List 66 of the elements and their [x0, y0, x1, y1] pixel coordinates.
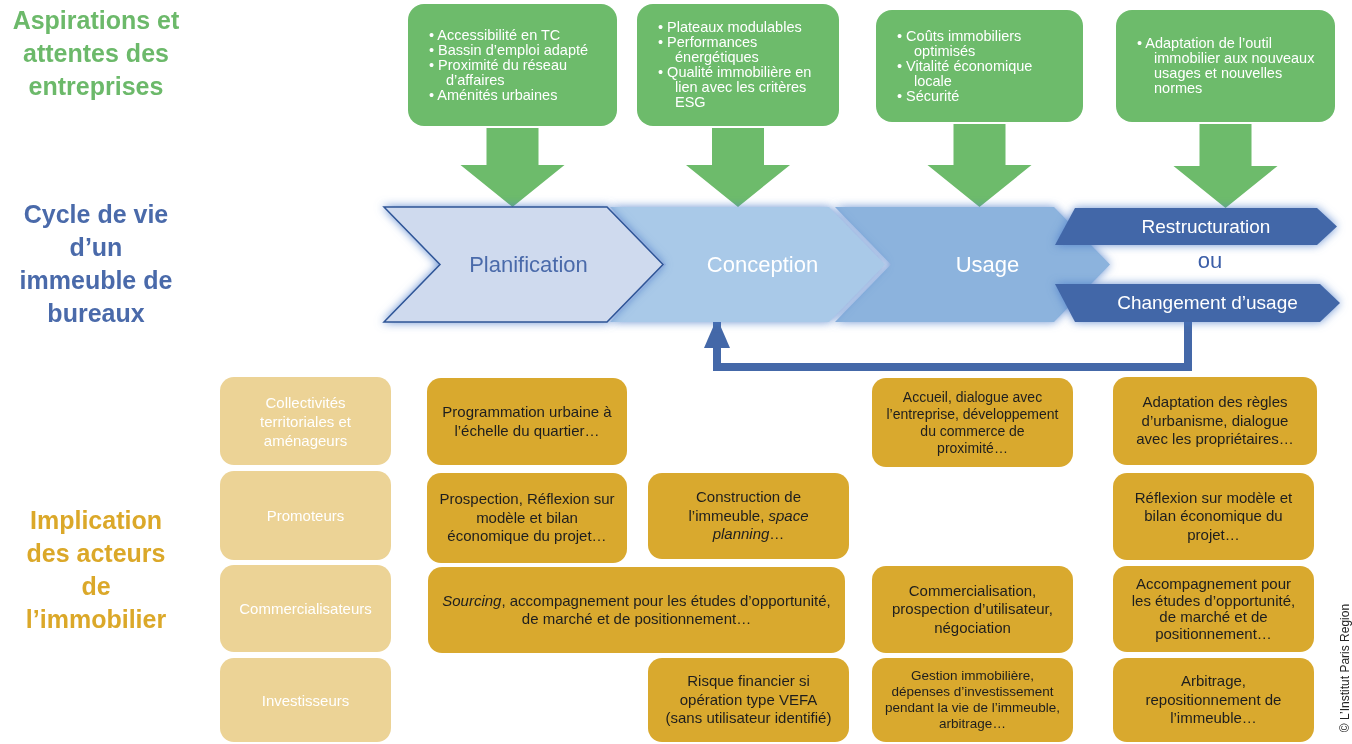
actor-category-label: Promoteurs [266, 506, 345, 525]
section-heading: Aspirations et attentes des entreprises [11, 5, 181, 102]
role-box [1113, 473, 1314, 560]
actor-category-box [220, 658, 391, 742]
role-description: Sourcing, accompagnement pour les études d’opportunité, de marché et de positionnement… [441, 591, 832, 629]
role-description: Programmation urbaine à l’échelle du quartier… [441, 403, 613, 440]
bullet-text: • Performances énergétiques [657, 35, 760, 65]
bullet-text: • Vitalité économique locale [896, 58, 1034, 89]
bullet-text: • Bassin d’emploi adapté [428, 42, 590, 58]
copyright-note: © L’Institut Paris Region [1337, 602, 1352, 735]
role-description: Arbitrage, repositionnement de l’immeuble… [1144, 672, 1283, 728]
block-arrow [460, 128, 565, 207]
role-description: Adaptation des règles d’urbanisme, dialogue avec les propriétaires… [1135, 393, 1295, 449]
actor-category-label: Investisseurs [261, 690, 350, 710]
bullet-text: • Aménités urbaines [428, 87, 559, 103]
role-box [872, 378, 1073, 467]
requirement-box [637, 4, 839, 126]
role-box [1113, 566, 1314, 652]
requirement-box [1116, 10, 1335, 122]
bullet-text: • Qualité immobilière en lien avec les critères ESG [657, 65, 813, 110]
block-arrow [927, 124, 1032, 207]
bullet-text: • Adaptation de l’outil immobilier aux nouveaux usages et nouvelles normes [1136, 36, 1316, 96]
section-heading: Implication des acteurs de l’immobilier [24, 505, 168, 635]
role-box [1113, 658, 1314, 742]
role-box [1113, 377, 1317, 465]
role-description: Gestion immobilière, dépenses d’investissement pendant la vie de l’immeuble, arbitrage… [884, 668, 1061, 732]
role-box [428, 567, 845, 653]
role-box [872, 566, 1073, 653]
stage-band [1055, 284, 1340, 322]
role-box [427, 473, 627, 563]
bullet-text: • Coûts immobiliers optimisés [896, 28, 1023, 59]
role-description: Construction de l’immeuble, space planning… [687, 488, 810, 544]
stage-label: Restructuration [1140, 215, 1271, 238]
requirement-box [408, 4, 617, 126]
bullet-text: • Proximité du réseau d’affaires [428, 57, 568, 88]
role-description: Prospection, Réflexion sur modèle et bilan économique du projet… [439, 490, 615, 546]
actor-category-box [220, 565, 391, 652]
role-box [872, 658, 1073, 742]
section-heading: Cycle de vie d’un immeuble de bureaux [18, 199, 174, 329]
actor-category-label: Collectivités territoriales et aménageurs [259, 392, 352, 450]
alternative-label: ou [1196, 248, 1224, 274]
block-arrow [686, 128, 790, 207]
stage-band [384, 207, 663, 322]
role-box [648, 473, 849, 559]
role-description: Accueil, dialogue avec l’entreprise, développement du commerce de proximité… [885, 388, 1060, 457]
role-box [427, 378, 627, 465]
stage-label: Usage [954, 251, 1020, 278]
role-description: Risque financier si opération type VEFA (sans utilisateur identifié) [664, 672, 833, 728]
stage-band [835, 207, 1110, 322]
role-description: Accompagnement pour les études d’opportunité, de marché et de positionnement… [1130, 576, 1297, 642]
role-description: Commercialisation, prospection d’utilisateur, négociation [891, 581, 1054, 638]
stage-label: Changement d’usage [1116, 292, 1298, 314]
requirement-box [876, 10, 1083, 122]
stage-label: Conception [705, 251, 819, 278]
stage-label: Planification [468, 251, 588, 278]
stage-band [610, 207, 885, 322]
bullet-text: • Sécurité [896, 88, 961, 104]
role-box [648, 658, 849, 742]
block-arrow [1173, 124, 1278, 208]
role-description: Réflexion sur modèle et bilan économique du projet… [1133, 488, 1294, 545]
bullet-text: • Accessibilité en TC [428, 27, 562, 43]
actor-category-label: Commercialisateurs [239, 599, 372, 618]
actor-category-box [220, 377, 391, 465]
actor-category-box [220, 471, 391, 560]
stage-band [1055, 208, 1337, 245]
bullet-text: • Plateaux modulables [657, 20, 803, 35]
